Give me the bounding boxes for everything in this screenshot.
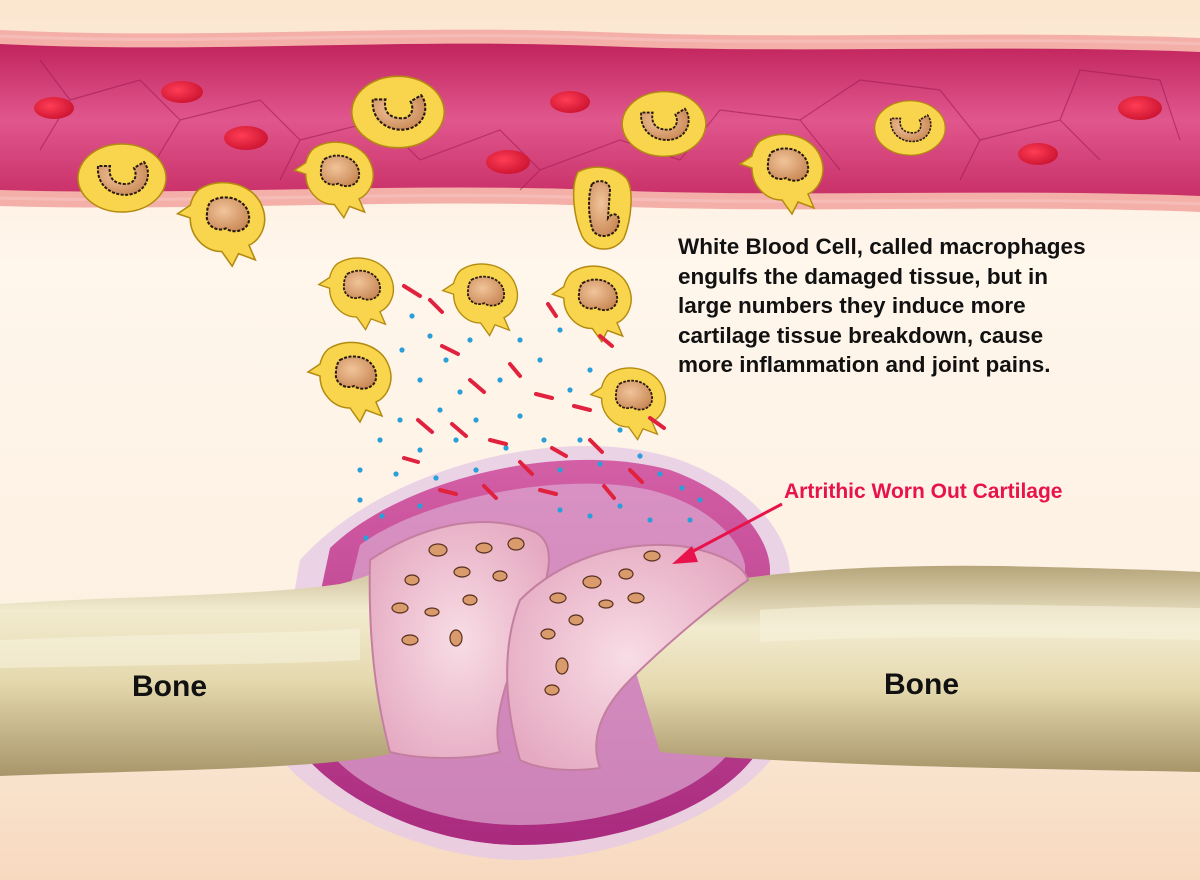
bones	[0, 540, 1200, 776]
cartilage-debris	[402, 284, 666, 500]
bone-label-right: Bone	[884, 668, 959, 701]
bone-label-left: Bone	[132, 670, 207, 703]
macrophage-description: White Blood Cell, called macrophages eng…	[678, 234, 1086, 377]
worn-cartilage	[368, 521, 750, 771]
cartilage-pointer-arrow	[672, 502, 783, 564]
macrophage-cells	[77, 75, 947, 441]
cartilage-label: Artrithic Worn Out Cartilage	[784, 480, 1063, 503]
cytokine-dots	[357, 313, 703, 541]
